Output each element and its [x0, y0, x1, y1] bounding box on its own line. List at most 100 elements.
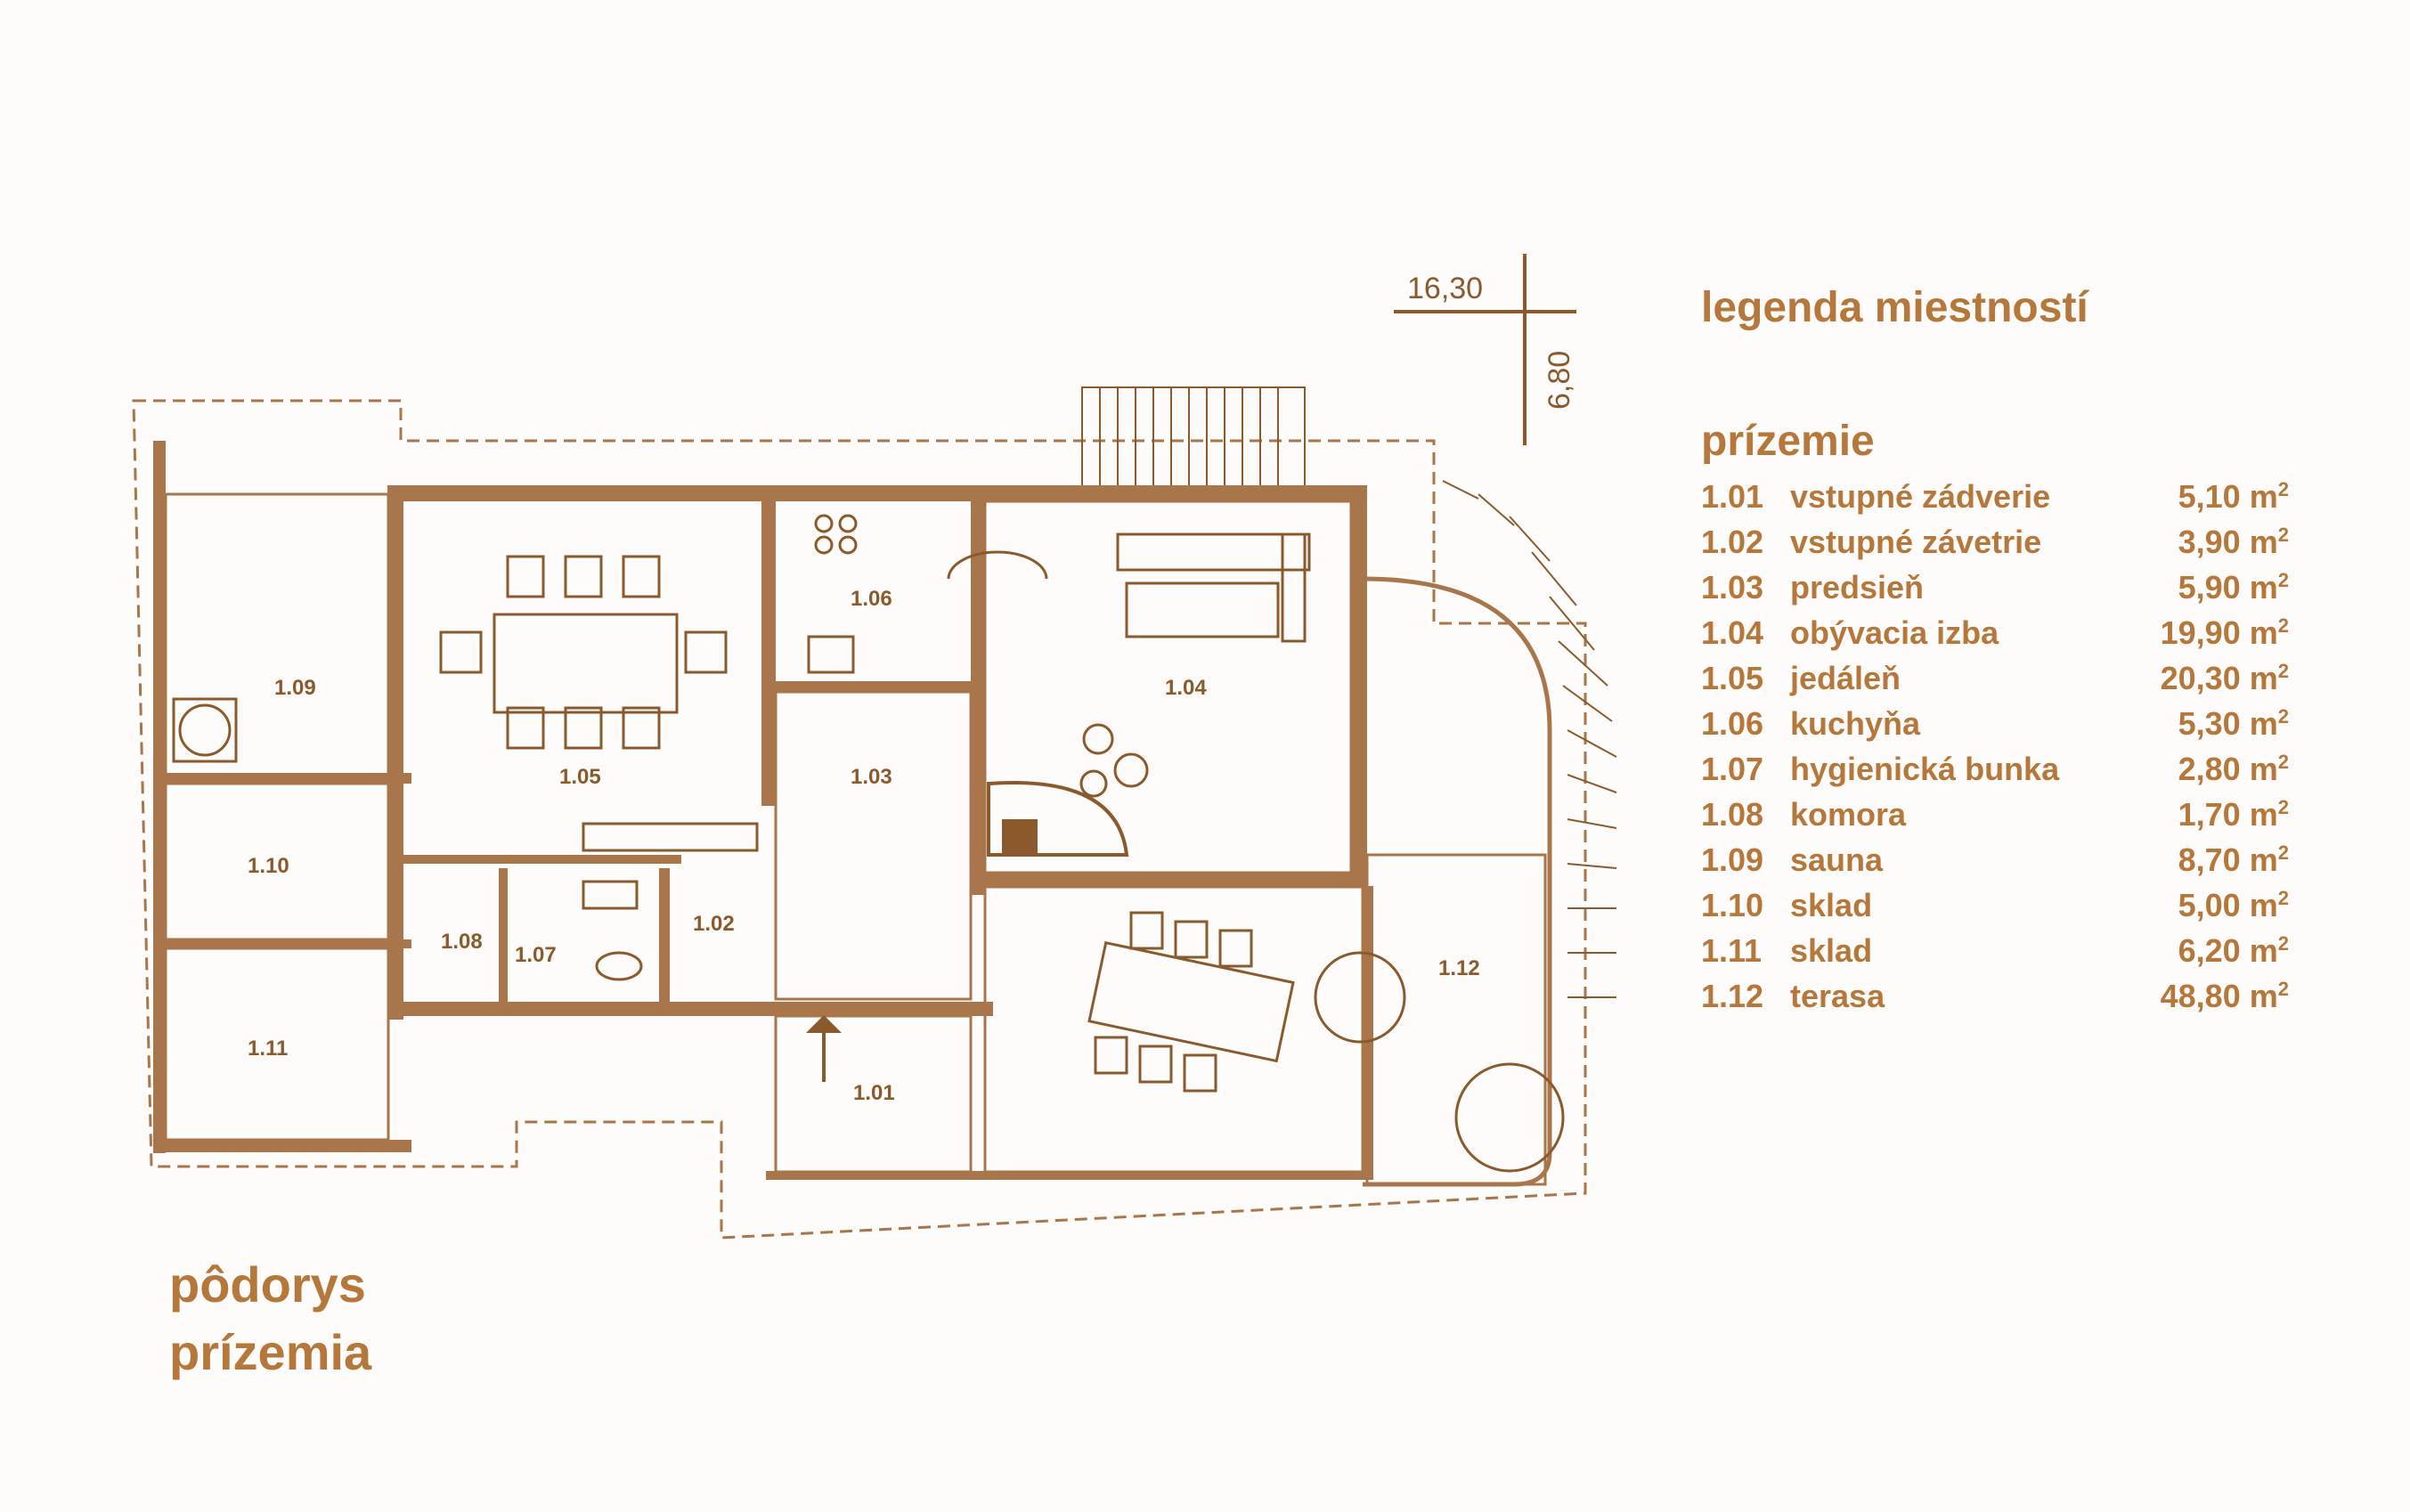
site-outline	[132, 399, 1587, 1240]
legend-room-code: 1.11	[1701, 931, 1763, 969]
room-label-1-12: 1.12	[1438, 956, 1480, 980]
legend-row: 1.12 terasa 48,80 m2	[1701, 973, 2289, 1019]
unit-exponent: 2	[2277, 568, 2289, 591]
room-label-1-01: 1.01	[853, 1081, 895, 1105]
terrace-curve	[1362, 576, 1552, 1187]
room-labels: 1.09 1.10 1.11 1.05 1.06 1.03 1.04 1.08 …	[248, 587, 1480, 1105]
legend-area-value: 2,80	[2178, 750, 2241, 787]
unit-base: m	[2249, 477, 2278, 515]
unit-exponent: 2	[2277, 477, 2289, 500]
legend-room-area: 5,00 m2	[2146, 887, 2289, 924]
legend-room-area: 2,80 m2	[2146, 751, 2289, 788]
legend-room-area: 48,80 m2	[2146, 978, 2289, 1015]
legend-room-name: kuchyňa	[1790, 704, 1921, 742]
legend-area-unit: m2	[2250, 660, 2289, 696]
legend-room-name: sklad	[1790, 931, 1873, 969]
legend-area-unit: m2	[2250, 751, 2289, 787]
unit-base: m	[2249, 886, 2278, 923]
legend-room-area: 5,90 m2	[2146, 569, 2289, 606]
legend-room-code: 1.01	[1701, 477, 1764, 515]
unit-base: m	[2249, 931, 2278, 969]
legend-area-value: 20,30	[2160, 659, 2241, 696]
unit-base: m	[2249, 523, 2278, 560]
room-label-1-03: 1.03	[851, 765, 892, 789]
unit-exponent: 2	[2277, 795, 2289, 818]
unit-base: m	[2249, 977, 2278, 1014]
legend-area-unit: m2	[2250, 932, 2289, 969]
terrace-rays	[1442, 480, 1617, 998]
plan-title: pôdorys prízemia	[169, 1251, 371, 1386]
toilet-fixture	[582, 880, 643, 981]
room-label-1-11: 1.11	[248, 1036, 288, 1061]
legend-room-name: komora	[1790, 795, 1907, 833]
legend-room-area: 20,30 m2	[2146, 660, 2289, 697]
legend-room-area: 5,30 m2	[2146, 705, 2289, 743]
legend-area-unit: m2	[2250, 978, 2289, 1014]
legend-room-code: 1.10	[1701, 886, 1764, 923]
unit-base: m	[2249, 795, 2278, 833]
unit-base: m	[2249, 659, 2278, 696]
entrance-arrow	[806, 1015, 842, 1082]
legend-room-name: terasa	[1790, 977, 1885, 1014]
legend-area-value: 19,90	[2160, 614, 2241, 651]
legend-room-name: sklad	[1790, 886, 1873, 923]
legend-floor: prízemie	[1701, 418, 1875, 465]
unit-base: m	[2249, 568, 2278, 606]
legend-room-code: 1.12	[1701, 977, 1764, 1014]
legend-area-unit: m2	[2250, 796, 2289, 833]
room-label-1-05: 1.05	[559, 765, 601, 789]
legend-room-name: vstupné zádverie	[1790, 477, 2051, 515]
legend-row: 1.04 obývacia izba 19,90 m2	[1701, 610, 2289, 655]
legend-room-code: 1.06	[1701, 704, 1764, 742]
room-label-1-07: 1.07	[515, 943, 557, 967]
legend-area-value: 5,00	[2178, 886, 2241, 923]
unit-exponent: 2	[2277, 750, 2289, 773]
legend-room-area: 3,90 m2	[2146, 524, 2289, 561]
legend-area-value: 5,30	[2178, 704, 2241, 742]
room-label-1-09: 1.09	[274, 676, 316, 700]
unit-exponent: 2	[2277, 841, 2289, 864]
legend-row: 1.09 sauna 8,70 m2	[1701, 837, 2289, 882]
unit-base: m	[2249, 704, 2278, 742]
legend-room-name: predsieň	[1790, 568, 1925, 606]
legend-room-name: obývacia izba	[1790, 614, 1999, 651]
unit-exponent: 2	[2277, 886, 2289, 909]
legend-area-unit: m2	[2250, 524, 2289, 560]
living-room-sofa	[1079, 532, 1311, 798]
legend-room-name: sauna	[1790, 841, 1884, 878]
legend-area-unit: m2	[2250, 887, 2289, 923]
legend-room-code: 1.02	[1701, 523, 1764, 560]
legend-room-area: 5,10 m2	[2146, 478, 2289, 516]
unit-base: m	[2249, 614, 2278, 651]
legend-row: 1.01 vstupné zádverie 5,10 m2	[1701, 474, 2289, 519]
unit-base: m	[2249, 841, 2278, 878]
room-label-1-10: 1.10	[248, 854, 289, 878]
unit-base: m	[2249, 750, 2278, 787]
legend-area-value: 6,20	[2178, 931, 2241, 969]
kitchen-fittings	[807, 514, 1048, 674]
legend-room-area: 1,70 m2	[2146, 796, 2289, 833]
legend-room-name: hygienická bunka	[1790, 750, 2060, 787]
legend-area-value: 5,90	[2178, 568, 2241, 606]
height-dimension: 6,80	[1543, 351, 1576, 410]
legend-row: 1.11 sklad 6,20 m2	[1701, 928, 2289, 973]
legend-room-area: 19,90 m2	[2146, 614, 2289, 652]
legend-room-code: 1.04	[1701, 614, 1764, 651]
room-label-1-08: 1.08	[441, 930, 483, 954]
legend-room-code: 1.09	[1701, 841, 1764, 878]
unit-exponent: 2	[2277, 977, 2289, 1000]
unit-exponent: 2	[2277, 659, 2289, 682]
unit-exponent: 2	[2277, 931, 2289, 955]
legend-area-value: 5,10	[2178, 477, 2241, 515]
legend-room-area: 6,20 m2	[2146, 932, 2289, 970]
fireplace	[987, 781, 1129, 857]
legend-area-value: 8,70	[2178, 841, 2241, 878]
